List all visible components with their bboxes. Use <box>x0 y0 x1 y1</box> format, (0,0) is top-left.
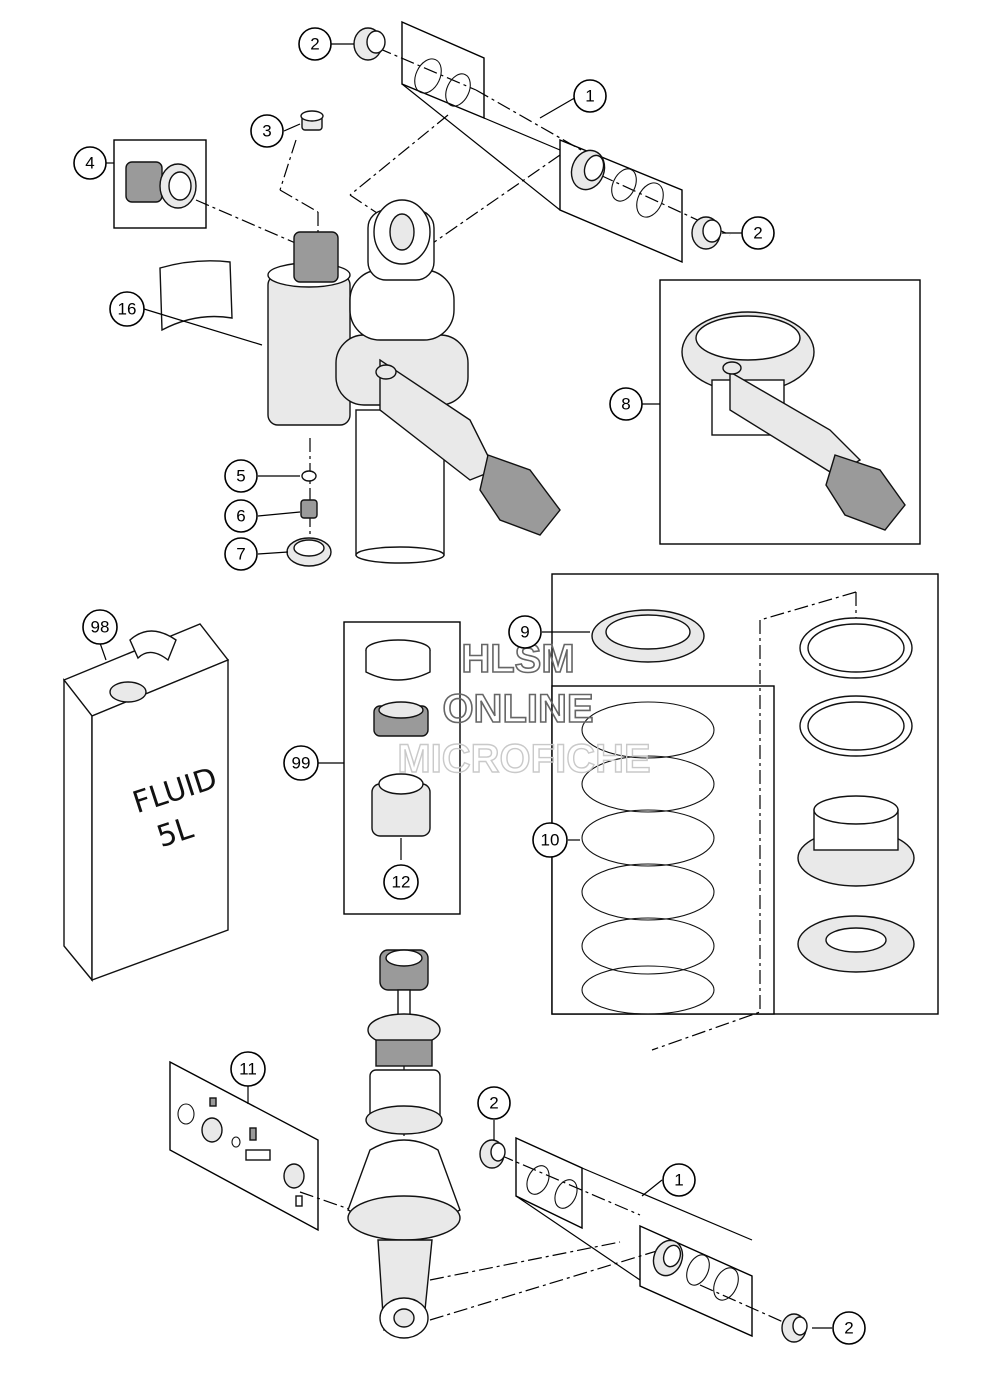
callout-6[interactable]: 6 <box>224 499 258 533</box>
callout-7-label: 7 <box>236 545 245 564</box>
repair-kit-box <box>343 621 461 915</box>
callout-16[interactable]: 16 <box>109 291 145 327</box>
bushing-top-left <box>353 27 386 61</box>
callout-2-bottom-left-label: 2 <box>489 1094 498 1113</box>
compression-valve <box>125 161 197 209</box>
callout-98[interactable]: 98 <box>82 609 118 645</box>
callout-2-bottom-right[interactable]: 2 <box>832 1311 866 1345</box>
shock-body-upper <box>267 199 561 564</box>
callout-2-top-right[interactable]: 2 <box>741 216 775 250</box>
bearing-kit-box-bottom <box>515 1136 583 1230</box>
callout-5-label: 5 <box>236 467 245 486</box>
bushing-bottom-left <box>479 1139 506 1169</box>
washer-5 <box>301 470 317 482</box>
bearing-kit-box-top-right <box>559 138 683 264</box>
callout-10-label: 10 <box>541 831 560 850</box>
bleed-plug <box>300 110 324 131</box>
callout-2-bottom-left[interactable]: 2 <box>477 1086 511 1120</box>
valve-kit-parts <box>177 1097 305 1207</box>
callout-2-top-left-label: 2 <box>310 35 319 54</box>
bearing-bottom <box>652 1239 684 1277</box>
callout-1-bottom[interactable]: 1 <box>662 1163 696 1197</box>
adjuster-box <box>659 279 921 545</box>
valve-box <box>113 139 207 229</box>
repair-kit-parts <box>365 639 431 837</box>
callout-8-label: 8 <box>621 395 630 414</box>
spring-box <box>551 685 775 1015</box>
callout-6-label: 6 <box>236 507 245 526</box>
bleed-screw-6 <box>300 499 318 519</box>
callout-1-bottom-label: 1 <box>674 1171 683 1190</box>
cap-7 <box>286 537 332 567</box>
watermark-line2: ONLINE <box>442 687 593 731</box>
callout-2-bottom-right-label: 2 <box>844 1319 853 1338</box>
bearing-top <box>570 149 606 191</box>
reservoir-sticker <box>159 260 233 332</box>
callout-7[interactable]: 7 <box>224 537 258 571</box>
callout-4[interactable]: 4 <box>73 146 107 180</box>
bushing-top-right <box>691 216 722 250</box>
spring-rings <box>797 617 915 973</box>
callout-10[interactable]: 10 <box>532 822 568 858</box>
callout-98-label: 98 <box>91 618 110 637</box>
callout-12-label: 12 <box>392 873 411 892</box>
spring <box>581 701 715 1015</box>
valve-kit-box-11 <box>169 1060 319 1232</box>
callout-2-top-right-label: 2 <box>753 224 762 243</box>
callout-1-top-label: 1 <box>585 87 594 106</box>
callout-99[interactable]: 99 <box>283 745 319 781</box>
callout-12[interactable]: 12 <box>383 864 419 900</box>
callout-4-label: 4 <box>85 154 94 173</box>
watermark-line3: MICROFICHE <box>397 737 650 781</box>
callout-9-label: 9 <box>520 623 529 642</box>
callout-3-label: 3 <box>262 122 271 141</box>
callout-8[interactable]: 8 <box>609 387 643 421</box>
callout-3[interactable]: 3 <box>250 114 284 148</box>
callout-11-label: 11 <box>239 1060 257 1079</box>
callout-9[interactable]: 9 <box>508 615 542 649</box>
bushing-bottom-right <box>781 1313 808 1343</box>
spring-seat <box>591 609 705 663</box>
callout-5[interactable]: 5 <box>224 459 258 493</box>
callout-11[interactable]: 11 <box>230 1051 266 1087</box>
bearing-kit-box-top <box>401 20 485 120</box>
callout-99-label: 99 <box>292 754 311 773</box>
callout-1-top[interactable]: 1 <box>573 79 607 113</box>
damper-rod-assembly <box>347 949 461 1339</box>
fluid-can: FLUID 5L <box>62 623 230 982</box>
bearing-kit-box-bottom-right <box>639 1224 753 1338</box>
callout-2-top-left[interactable]: 2 <box>298 27 332 61</box>
preload-adjuster <box>681 311 906 531</box>
callout-16-label: 16 <box>118 300 137 319</box>
